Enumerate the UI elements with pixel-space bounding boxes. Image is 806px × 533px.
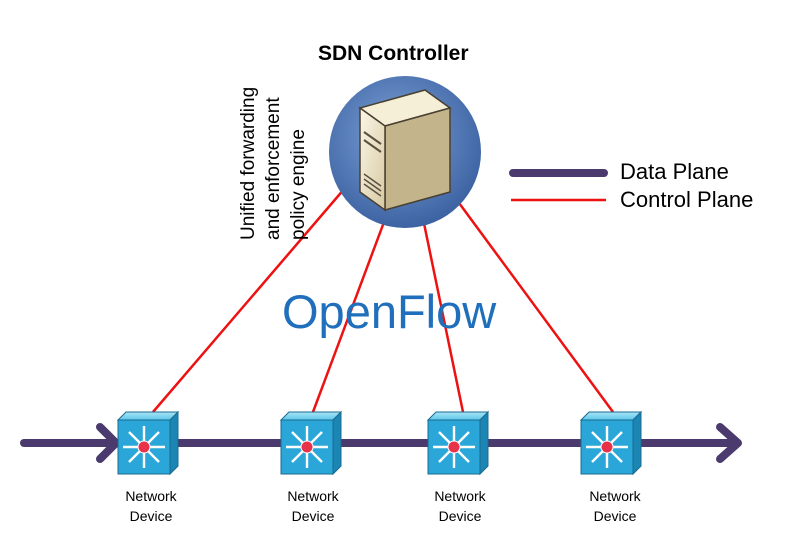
switch-icon (579, 410, 643, 476)
controller-description: Unified forwarding and enforcement polic… (236, 40, 436, 240)
sdn-controller (329, 76, 481, 228)
switch-icon (116, 410, 180, 476)
control-line-1 (152, 187, 346, 413)
control-plane-lines (152, 187, 615, 413)
controller-title: SDN Controller (318, 42, 469, 65)
device-label-4: Network Device (589, 488, 641, 524)
legend (509, 169, 608, 202)
switch-icon (426, 410, 490, 476)
switch-icon (279, 410, 343, 476)
control-line-3 (418, 203, 465, 413)
device-label-2: Network Device (287, 488, 339, 524)
legend-data-plane-label: Data Plane (620, 159, 729, 184)
control-line-4 (446, 187, 615, 413)
server-icon (358, 89, 452, 212)
network-devices (116, 410, 643, 476)
controller-description-line-1: Unified forwarding (238, 86, 259, 240)
control-line-2 (311, 205, 392, 413)
controller-description-line-3: policy engine (288, 129, 309, 240)
device-label-3: Network Device (434, 488, 486, 524)
legend-control-plane-label: Control Plane (620, 187, 754, 212)
device-label-1: Network Device (125, 488, 177, 524)
openflow-label: OpenFlow (282, 285, 497, 338)
controller-description-line-2: and enforcement (263, 97, 284, 240)
